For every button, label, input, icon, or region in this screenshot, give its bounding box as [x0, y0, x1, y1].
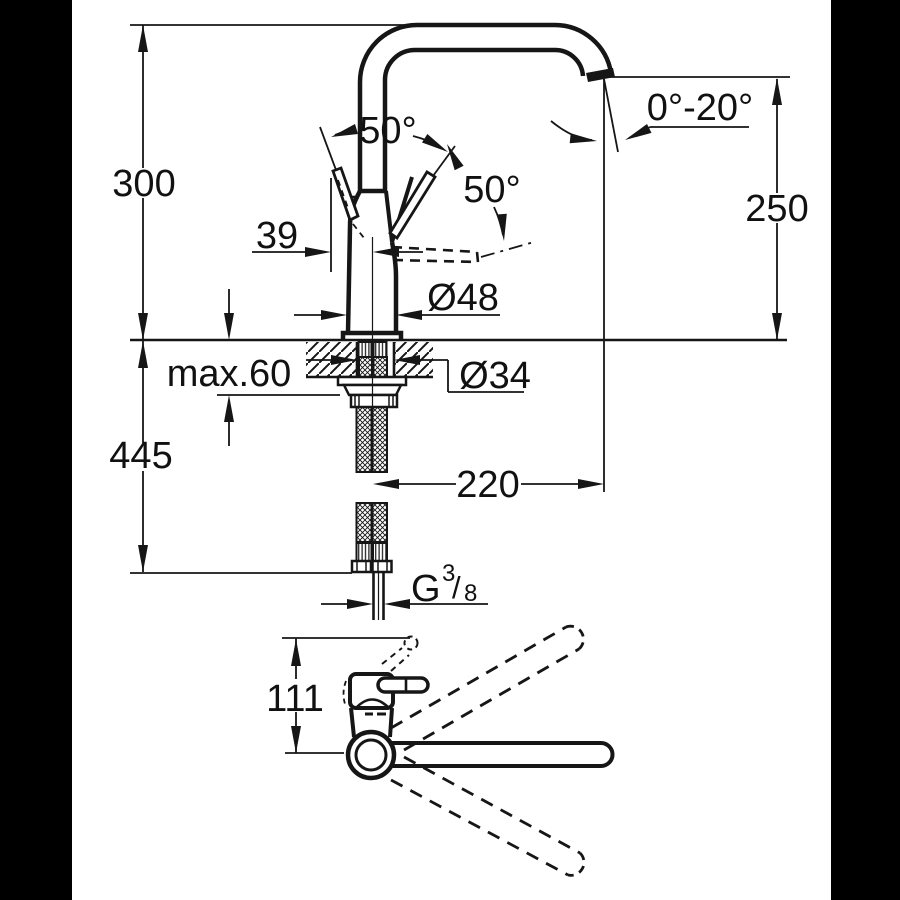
thread-slash: /	[452, 570, 461, 605]
angle-tilt: 0°-20°	[550, 87, 753, 144]
spout-swivel-positions	[390, 624, 615, 877]
left-black-bar	[0, 0, 72, 900]
spout-position-down	[390, 755, 581, 877]
top-view-lever	[376, 676, 430, 694]
spout-position-up	[390, 625, 580, 752]
dim-dia48-label: Ø48	[427, 277, 499, 319]
lever-horizontal-position	[391, 245, 480, 264]
angle-right-50: 50°	[447, 144, 521, 241]
angle-right-50-label: 50°	[463, 169, 520, 211]
spout-position-center	[391, 741, 615, 768]
dim-250-label: 250	[745, 188, 808, 230]
lever-up-left-position	[331, 166, 360, 222]
dim-111: 111	[266, 638, 324, 753]
thread-tailpipe	[372, 572, 385, 620]
top-view-cartridge	[342, 635, 430, 716]
dim-220-label: 220	[456, 464, 519, 506]
angle-upper-50-label: 50°	[359, 110, 416, 152]
tilted-outlet-axis	[603, 78, 619, 153]
mounting-nut	[349, 393, 399, 409]
dim-445-label: 445	[109, 435, 172, 477]
dim-39: 39	[252, 215, 423, 257]
top-view-body	[349, 707, 394, 738]
thread-g-label: G	[411, 568, 441, 610]
dim-dia48: Ø48	[294, 277, 500, 320]
reference-lines	[130, 24, 790, 574]
lever-positions	[319, 126, 535, 272]
top-view-lever-dashed-tip	[403, 635, 419, 651]
dim-220: 220	[373, 464, 604, 506]
dim-dia34-label: Ø34	[459, 355, 531, 397]
top-view: 111	[266, 624, 615, 877]
dim-thread: G 3 / 8	[321, 560, 488, 610]
swivel-base-inner	[354, 738, 388, 772]
dim-300-label: 300	[112, 163, 175, 205]
angle-tilt-label: 0°-20°	[647, 87, 753, 129]
angle-upper-50: 50°	[331, 110, 448, 152]
hose-connection-nut	[371, 559, 393, 574]
dim-111-label: 111	[266, 678, 324, 720]
spout-outlet-tip	[586, 68, 615, 82]
dim-250: 250	[745, 78, 809, 340]
spout-outline	[357, 22, 619, 492]
dim-dia34: Ø34	[306, 355, 531, 397]
dim-height: 300 445	[109, 25, 176, 572]
hose-connection-nut	[350, 559, 373, 574]
supply-hoses	[350, 406, 393, 620]
dim-max60: max.60	[167, 289, 340, 446]
thread-denominator: 8	[464, 580, 477, 607]
lever-up-right-position	[388, 170, 437, 241]
dim-max60-label: max.60	[167, 353, 292, 395]
side-view: 300 445 250 39 Ø48	[109, 22, 809, 620]
thread-numerator: 3	[442, 560, 455, 587]
right-black-bar	[831, 0, 900, 900]
dim-39-label: 39	[256, 215, 298, 257]
